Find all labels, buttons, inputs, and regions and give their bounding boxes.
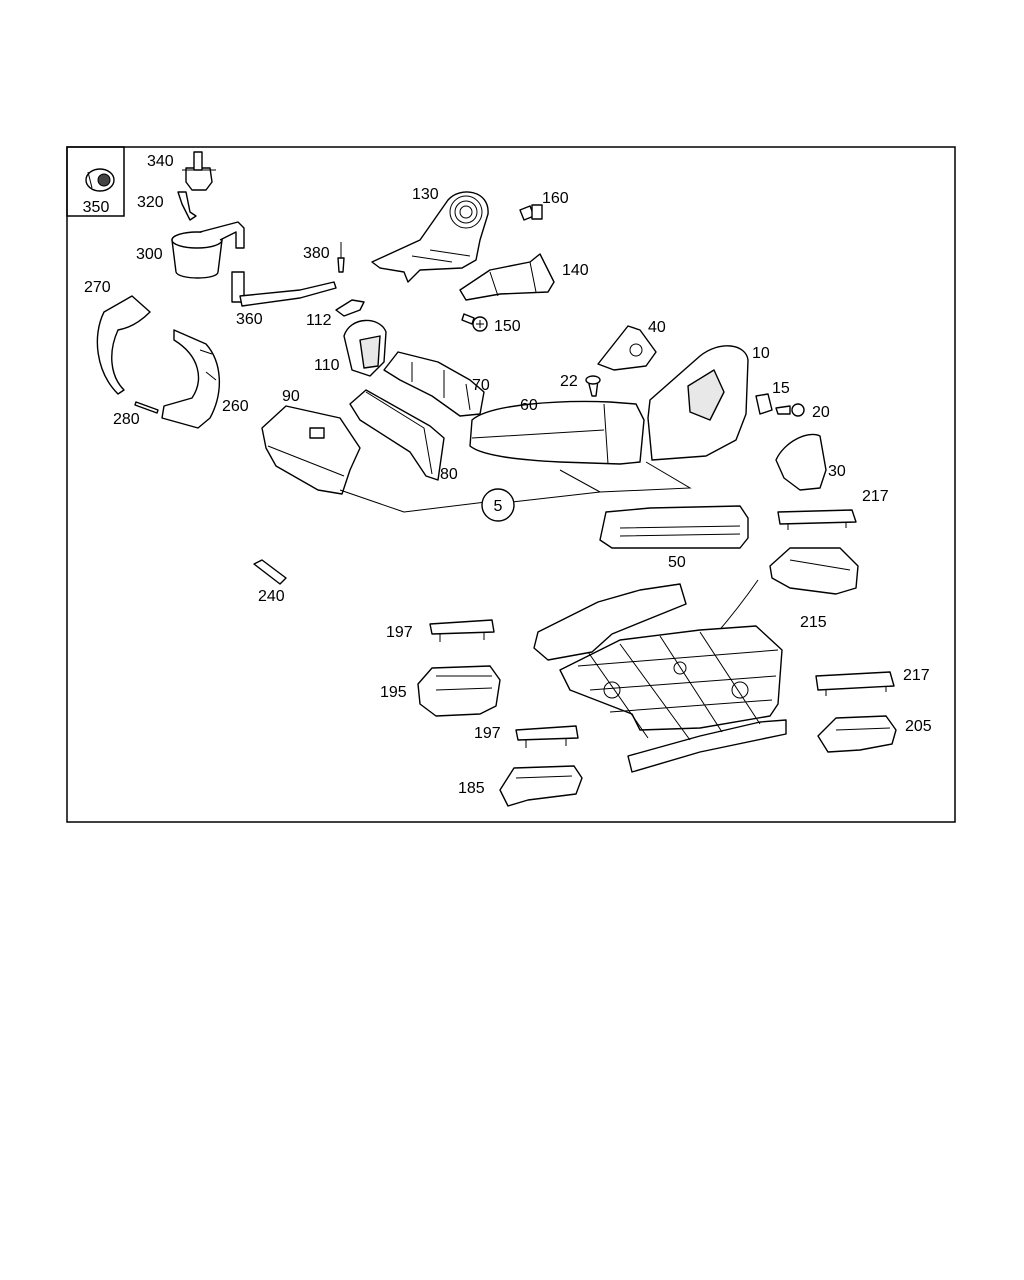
part-30-cap	[775, 433, 827, 491]
callout-90: 90	[282, 388, 300, 405]
callout-60: 60	[520, 397, 538, 414]
callout-217-right: 217	[903, 667, 930, 684]
callout-195: 195	[380, 684, 407, 701]
part-197-upper	[429, 619, 495, 642]
callout-240: 240	[258, 588, 285, 605]
callout-197-upper: 197	[386, 624, 413, 641]
diagram-frame	[66, 146, 956, 823]
part-240-trim	[253, 559, 287, 585]
part-185-switch	[499, 765, 583, 807]
part-130-bracket	[371, 191, 489, 283]
callout-30: 30	[828, 463, 846, 480]
callout-270: 270	[84, 279, 111, 296]
part-360-rod	[231, 271, 337, 307]
callout-20: 20	[812, 404, 830, 421]
callout-40: 40	[648, 319, 666, 336]
callout-130: 130	[412, 186, 439, 203]
callout-112: 112	[306, 312, 332, 329]
callout-360: 360	[236, 311, 263, 328]
callout-150: 150	[494, 318, 521, 335]
callout-205: 205	[905, 718, 932, 735]
part-90-cover	[261, 405, 361, 495]
callout-215: 215	[800, 614, 827, 631]
part-270-shroud	[96, 295, 151, 395]
callout-22: 22	[560, 373, 578, 390]
callout-185: 185	[458, 780, 485, 797]
group-bracket	[339, 461, 692, 513]
callout-70: 70	[472, 377, 490, 394]
part-seat-frame	[533, 583, 787, 773]
callout-110: 110	[314, 357, 340, 374]
part-15-clip	[755, 393, 773, 415]
part-110-housing	[343, 319, 387, 377]
part-50-trim	[599, 505, 749, 549]
callout-80: 80	[440, 466, 458, 483]
callout-350: 350	[83, 199, 110, 216]
part-340	[182, 151, 216, 191]
part-80-panel	[349, 389, 445, 481]
callout-380: 380	[303, 245, 330, 262]
part-215-switch	[769, 547, 859, 595]
group-label: 5	[494, 498, 503, 515]
group-marker-circle	[481, 488, 515, 522]
part-40-hinge	[597, 325, 657, 371]
part-217-right	[815, 671, 895, 696]
part-10-backrest	[647, 345, 749, 461]
callout-15: 15	[772, 380, 790, 397]
part-140-cover	[459, 253, 555, 301]
callout-10: 10	[752, 345, 770, 362]
part-20-screw	[775, 403, 805, 417]
callout-260: 260	[222, 398, 249, 415]
callout-340: 340	[147, 153, 174, 170]
part-60-cushion	[469, 400, 645, 465]
part-260-shroud	[161, 329, 220, 429]
part-300-cupholder	[171, 221, 245, 279]
part-380-pin	[337, 242, 345, 273]
part-112-cap	[335, 299, 365, 317]
part-195-switch	[417, 665, 501, 717]
callout-50: 50	[668, 554, 686, 571]
part-150-screw	[461, 313, 488, 332]
callout-217-top: 217	[862, 488, 889, 505]
callout-300: 300	[136, 246, 163, 263]
part-22-screw	[585, 375, 601, 397]
inset-box	[66, 146, 125, 217]
part-70-bracket	[383, 351, 485, 417]
part-350-knob	[85, 168, 115, 192]
callout-160: 160	[542, 190, 569, 207]
part-160-screw	[519, 204, 543, 221]
callout-320: 320	[137, 194, 164, 211]
part-217-top	[777, 509, 857, 530]
part-320	[177, 191, 197, 221]
callout-140: 140	[562, 262, 589, 279]
callout-280: 280	[113, 411, 140, 428]
part-197-lower	[515, 725, 579, 748]
callout-197-lower: 197	[474, 725, 501, 742]
part-205-switch	[817, 715, 897, 753]
part-280-rod	[134, 401, 159, 414]
